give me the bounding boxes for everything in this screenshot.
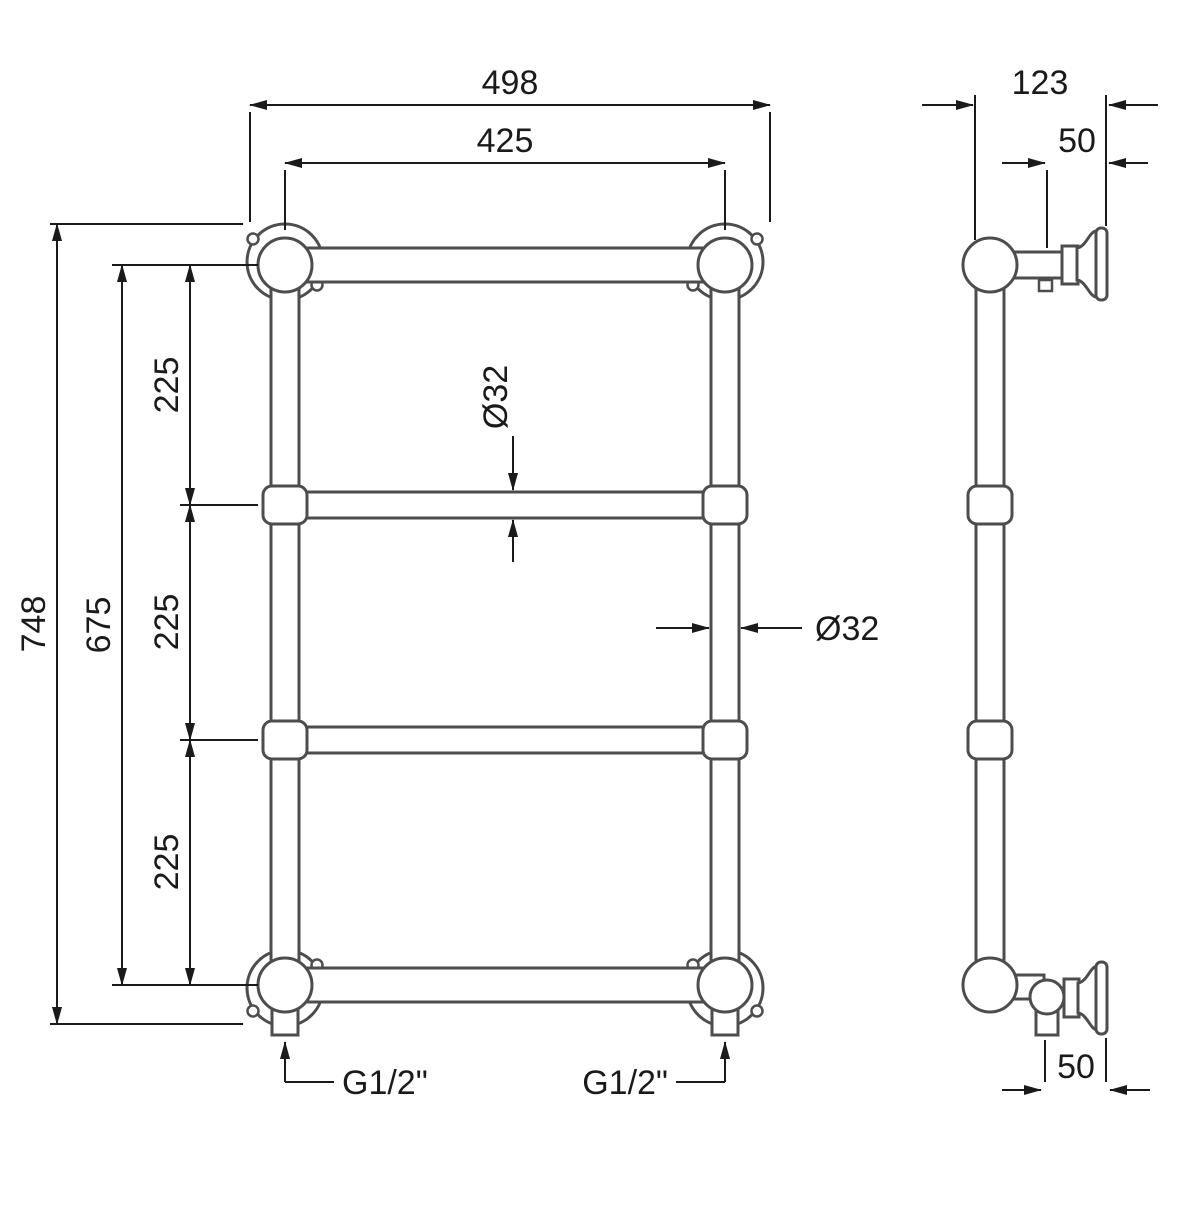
dim-rung-spacing-top-label: 225 (148, 357, 186, 414)
ball-joint-side-top (961, 236, 1019, 294)
dim-rung-spacing-bottom-label: 225 (148, 834, 186, 891)
flange-screw-icon (750, 232, 764, 246)
top-rail (283, 246, 727, 284)
dim-rung-spacing-middle-label: 225 (148, 594, 186, 651)
dim-post-diameter-label: Ø32 (815, 610, 879, 648)
ball-joint-bottom-right (696, 956, 754, 1014)
dim-depth-overall-label: 123 (1012, 64, 1069, 102)
dim-bracket-top-label: 50 (1058, 122, 1096, 160)
side-view (961, 226, 1109, 1037)
collar-right-1 (701, 484, 749, 526)
post-left (269, 263, 301, 992)
middle-rail-2 (297, 725, 713, 755)
dim-width-centers-label: 425 (477, 122, 534, 160)
ball-joint-top-left (256, 236, 314, 294)
flange-screw-icon (246, 232, 260, 246)
wall-plate-bottom (1094, 960, 1109, 1036)
collar-side-1 (966, 484, 1014, 526)
bottom-rail (283, 966, 727, 1004)
post-side (974, 263, 1006, 987)
bracket-nut (1037, 278, 1054, 293)
dimensions: 498 425 748 675 225 225 225 Ø32 Ø3 (15, 64, 1158, 1102)
inlet-right-label: G1/2" (582, 1064, 668, 1102)
ball-joint-top-right (696, 236, 754, 294)
ball-joint-side-bottom (961, 956, 1019, 1014)
post-right (709, 263, 741, 992)
front-view (245, 222, 765, 1037)
dim-height-centers-label: 675 (80, 597, 118, 654)
collar-side-2 (966, 719, 1014, 761)
bracket-elbow-bottom (1028, 978, 1066, 1016)
flange-screw-icon (750, 1004, 764, 1018)
ball-joint-bottom-left (256, 956, 314, 1014)
inlet-left-label: G1/2" (342, 1064, 428, 1102)
bracket-bell-top (1075, 229, 1098, 299)
bracket-arm-top (1010, 250, 1066, 280)
middle-rail-1 (297, 490, 713, 520)
bracket-bell-bottom (1076, 964, 1099, 1032)
collar-right-2 (701, 719, 749, 761)
flange-screw-icon (246, 1004, 260, 1018)
collar-left-2 (261, 719, 309, 761)
wall-plate-top (1094, 226, 1109, 302)
dim-width-overall-label: 498 (482, 64, 539, 102)
collar-left-1 (261, 484, 309, 526)
dim-height-overall-label: 748 (15, 596, 53, 653)
dim-bracket-bottom-label: 50 (1057, 1048, 1095, 1086)
dim-rail-diameter-label: Ø32 (477, 365, 515, 429)
